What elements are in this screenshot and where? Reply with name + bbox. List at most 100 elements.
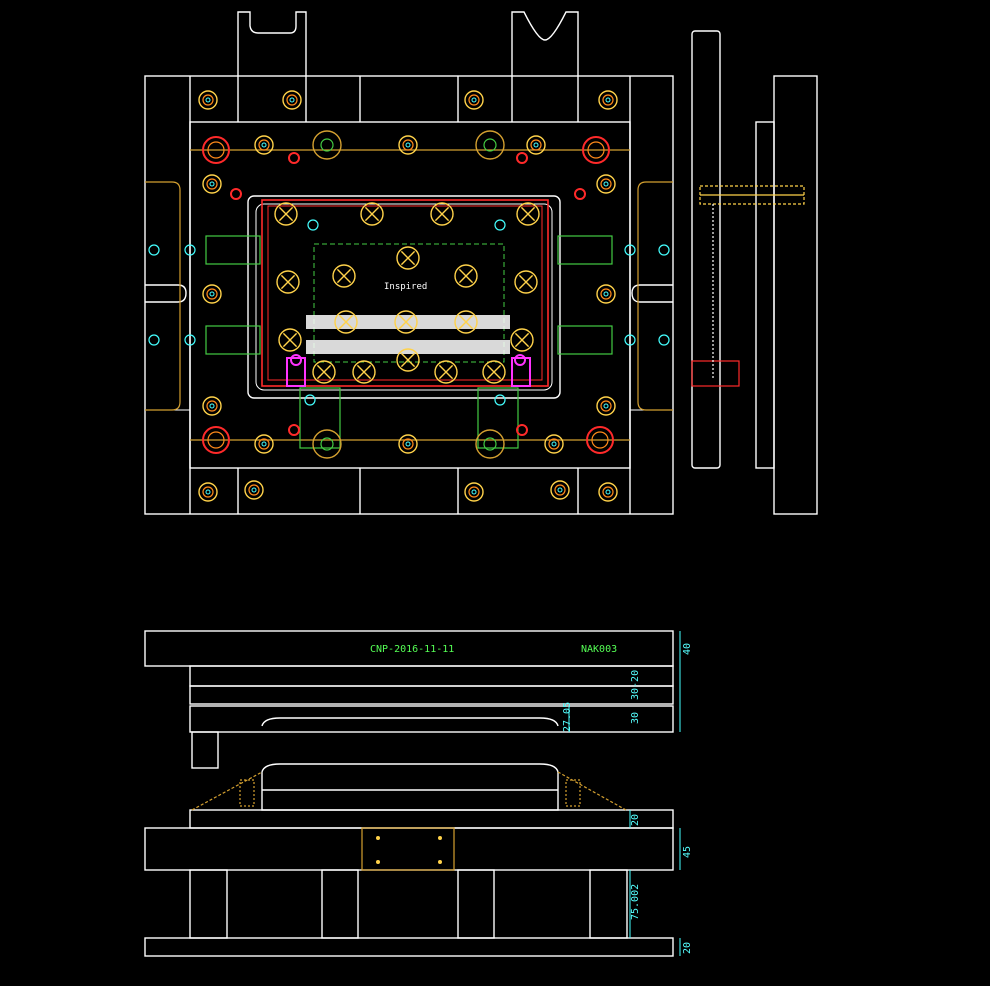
bolt-14 — [596, 284, 616, 304]
bolt-18 — [544, 434, 564, 454]
dim-top-plate: 40 — [682, 643, 693, 655]
ejector-12-cross — [282, 332, 298, 348]
bolt-14-center — [603, 291, 609, 297]
bolt-4-inner — [202, 486, 214, 498]
side-guides — [145, 149, 673, 441]
bolt-13 — [202, 284, 222, 304]
hole-2 — [288, 424, 300, 436]
ejector-17 — [482, 360, 506, 384]
ejector-14-cross — [316, 364, 332, 380]
bolt-7-inner — [248, 484, 260, 496]
hole-4 — [230, 188, 242, 200]
ejector-7-cross — [280, 274, 296, 290]
slider-fittings — [286, 357, 531, 387]
ejector-6 — [454, 264, 478, 288]
marker-11 — [494, 394, 506, 406]
bolt-9 — [202, 174, 222, 194]
ejector-8-cross — [518, 274, 534, 290]
hole-3 — [516, 424, 528, 436]
ejector-2-cross — [434, 206, 450, 222]
marker-1 — [148, 334, 160, 346]
bolt-6-center — [605, 489, 611, 495]
ejector-0-cross — [278, 206, 294, 222]
side-view — [691, 30, 818, 515]
marker-6 — [184, 334, 196, 346]
material-label: NAK003 — [581, 644, 617, 655]
return-pin-inner-1 — [483, 138, 497, 152]
ejector-13 — [510, 328, 534, 352]
hole-5 — [574, 188, 586, 200]
bolt-13-inner — [206, 288, 218, 300]
bolt-12-center — [603, 403, 609, 409]
ejector-16 — [434, 360, 458, 384]
guide-pin-0 — [202, 136, 230, 164]
ejector-4-cross — [400, 250, 416, 266]
side-view-details — [691, 185, 805, 387]
bolt-15-center — [261, 142, 267, 148]
outer-plate — [144, 75, 674, 515]
bolt-0 — [198, 90, 218, 110]
bolt-20 — [398, 434, 418, 454]
ejector-17-cross — [486, 364, 502, 380]
bolt-19-center — [405, 142, 411, 148]
bolt-3-center — [605, 97, 611, 103]
bolt-6 — [598, 482, 618, 502]
bolt-8 — [550, 480, 570, 500]
bolt-20-center — [405, 441, 411, 447]
return-pin-3 — [475, 429, 505, 459]
bolt-2 — [464, 90, 484, 110]
marker-7 — [624, 334, 636, 346]
marker-8 — [307, 219, 319, 231]
lifting-bracket-right — [511, 11, 579, 76]
bolt-17-inner — [258, 438, 270, 450]
bolt-0-inner — [202, 94, 214, 106]
ejector-10 — [394, 310, 418, 334]
bolt-15-inner — [258, 139, 270, 151]
marker-3 — [658, 334, 670, 346]
bolt-9-inner — [206, 178, 218, 190]
dimension-texts: 40 30-20 30 27.05 20 45 75.002 20 — [562, 643, 693, 954]
guide-pin-3 — [586, 426, 614, 454]
ejector-6-cross — [458, 268, 474, 284]
bolt-12 — [596, 396, 616, 416]
marker-10 — [304, 394, 316, 406]
hole-0 — [288, 152, 300, 164]
ejector-9 — [334, 310, 358, 334]
dim-plates-b: 30 — [630, 712, 641, 724]
bolt-6-inner — [602, 486, 614, 498]
ejector-16-cross — [438, 364, 454, 380]
bolt-17 — [254, 434, 274, 454]
bolt-19 — [398, 135, 418, 155]
ejector-1 — [360, 202, 384, 226]
marker-4 — [184, 244, 196, 256]
logo-text: Inspired — [384, 282, 427, 292]
return-pin-inner-0 — [320, 138, 334, 152]
marker-0 — [148, 244, 160, 256]
bolt-3 — [598, 90, 618, 110]
bolt-16-inner — [530, 139, 542, 151]
dim-cavity-depth: 27.05 — [562, 702, 573, 732]
bolt-8-inner — [554, 484, 566, 496]
bolt-18-inner — [548, 438, 560, 450]
slide-blocks — [205, 235, 613, 449]
return-pin-0 — [312, 130, 342, 160]
ejector-5-cross — [336, 268, 352, 284]
ejector-11-cross — [458, 314, 474, 330]
ejector-15-cross — [356, 364, 372, 380]
bolt-7 — [244, 480, 264, 500]
bolt-8-center — [557, 487, 563, 493]
ejector-1-cross — [364, 206, 380, 222]
ejector-3-cross — [520, 206, 536, 222]
ejector-12 — [278, 328, 302, 352]
bolt-5 — [464, 482, 484, 502]
ejector-18 — [396, 348, 420, 372]
bolt-0-center — [205, 97, 211, 103]
lifting-bracket-left — [237, 11, 307, 76]
marker-9 — [494, 219, 506, 231]
cavity-outer — [247, 195, 561, 399]
bolt-11 — [202, 396, 222, 416]
bolt-2-inner — [468, 94, 480, 106]
bottom-clamp-plate — [144, 937, 674, 957]
guide-pin-inner-2 — [207, 431, 225, 449]
guide-pin-2 — [202, 426, 230, 454]
